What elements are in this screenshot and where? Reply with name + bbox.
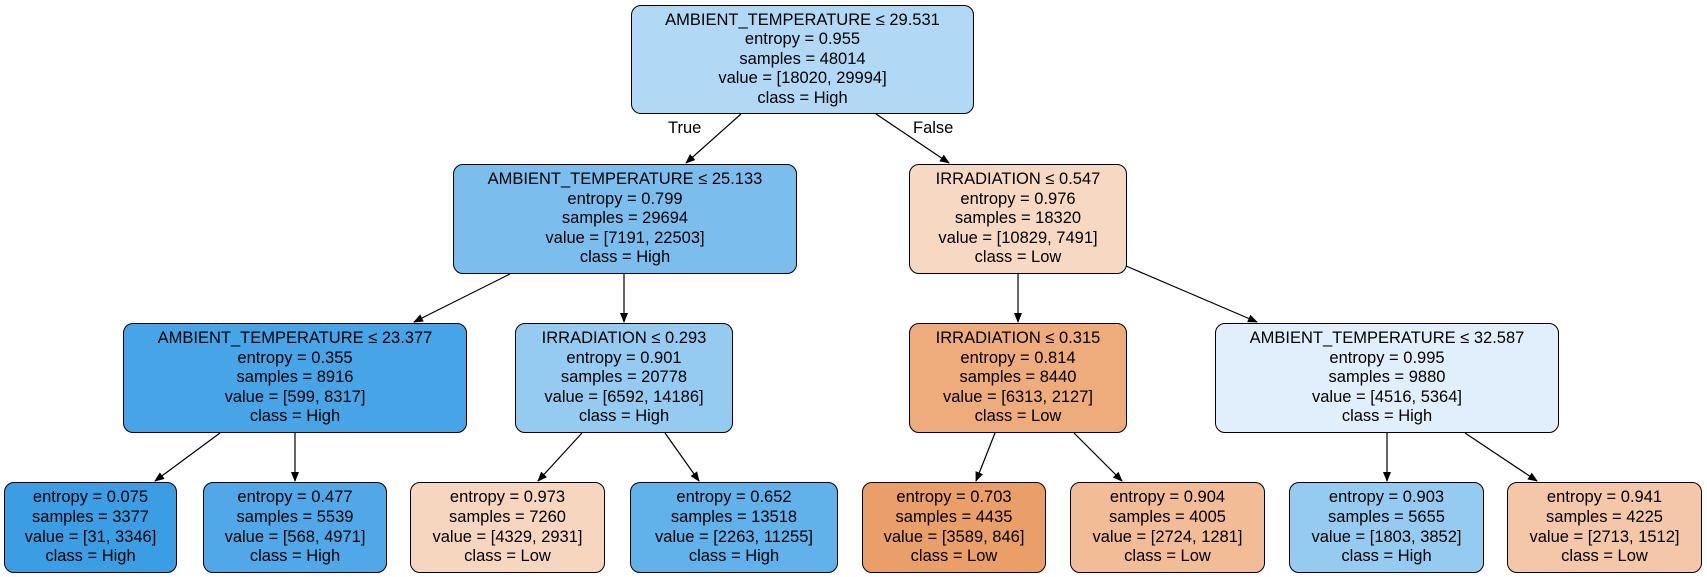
node-entropy: entropy = 0.903 [1328, 488, 1445, 507]
node-samples: samples = 7260 [449, 507, 566, 526]
node-entropy: entropy = 0.799 [567, 189, 683, 208]
tree-leaf-l6: entropy = 0.903 samples = 5655 value = [… [1289, 482, 1484, 573]
node-samples: samples = 8440 [959, 368, 1077, 387]
node-value: value = [568, 4971] [224, 527, 366, 546]
node-samples: samples = 4225 [1546, 507, 1663, 526]
node-entropy: entropy = 0.941 [1546, 488, 1663, 507]
node-samples: samples = 20778 [560, 368, 688, 387]
node-entropy: entropy = 0.075 [32, 488, 149, 507]
edge-n5-l5 [1073, 432, 1123, 482]
node-entropy: entropy = 0.904 [1109, 488, 1226, 507]
node-split: AMBIENT_TEMPERATURE ≤ 23.377 [157, 329, 433, 348]
node-value: value = [6313, 2127] [943, 387, 1093, 406]
tree-node-n3: IRRADIATION ≤ 0.293 entropy = 0.901 samp… [515, 323, 733, 433]
tree-node-n1: AMBIENT_TEMPERATURE ≤ 25.133 entropy = 0… [453, 164, 797, 274]
node-value: value = [1803, 3852] [1311, 527, 1462, 546]
node-class: class = Low [464, 547, 551, 566]
node-value: value = [10829, 7491] [938, 228, 1098, 247]
tree-leaf-l3: entropy = 0.652 samples = 13518 value = … [630, 482, 838, 573]
node-samples: samples = 5655 [1328, 507, 1445, 526]
tree-node-root: AMBIENT_TEMPERATURE ≤ 29.531 entropy = 0… [631, 5, 974, 114]
node-class: class = High [45, 547, 136, 566]
node-class: class = Low [974, 407, 1062, 426]
edge-n4-n6 [1125, 265, 1258, 323]
edge-label-false: False [913, 119, 954, 137]
tree-leaf-l5: entropy = 0.904 samples = 4005 value = [… [1070, 482, 1265, 573]
node-class: class = High [688, 547, 780, 566]
node-entropy: entropy = 0.955 [744, 30, 861, 49]
node-split: IRRADIATION ≤ 0.315 [935, 329, 1101, 348]
edge-n1-n2 [413, 273, 511, 323]
edge-root-n1 [685, 113, 742, 164]
node-samples: samples = 13518 [670, 507, 798, 526]
node-samples: samples = 8916 [236, 368, 354, 387]
node-value: value = [6592, 14186] [544, 387, 704, 406]
node-class: class = Low [1124, 547, 1211, 566]
node-class: class = Low [1561, 547, 1648, 566]
node-value: value = [18020, 29994] [718, 69, 887, 88]
node-class: class = High [578, 407, 670, 426]
node-value: value = [7191, 22503] [545, 228, 705, 247]
node-samples: samples = 3377 [32, 507, 149, 526]
node-class: class = Low [974, 248, 1062, 267]
tree-node-n4: IRRADIATION ≤ 0.547 entropy = 0.976 samp… [909, 164, 1127, 274]
node-entropy: entropy = 0.973 [449, 488, 566, 507]
node-entropy: entropy = 0.703 [896, 488, 1012, 507]
node-entropy: entropy = 0.477 [237, 488, 353, 507]
node-entropy: entropy = 0.995 [1329, 348, 1445, 367]
tree-leaf-l0: entropy = 0.075 samples = 3377 value = [… [4, 482, 177, 573]
node-value: value = [4329, 2931] [432, 527, 583, 546]
node-split: AMBIENT_TEMPERATURE ≤ 29.531 [665, 10, 940, 29]
node-split: IRRADIATION ≤ 0.547 [935, 170, 1101, 189]
node-value: value = [3589, 846] [883, 527, 1025, 546]
tree-node-n6: AMBIENT_TEMPERATURE ≤ 32.587 entropy = 0… [1215, 323, 1559, 433]
node-class: class = High [249, 547, 341, 566]
node-class: class = High [579, 248, 671, 267]
edge-n5-l4 [975, 432, 996, 482]
node-samples: samples = 4005 [1109, 507, 1226, 526]
tree-leaf-l7: entropy = 0.941 samples = 4225 value = [… [1507, 482, 1702, 573]
node-split: AMBIENT_TEMPERATURE ≤ 32.587 [1249, 329, 1525, 348]
node-value: value = [31, 3346] [24, 527, 157, 546]
node-split: AMBIENT_TEMPERATURE ≤ 25.133 [487, 170, 763, 189]
node-entropy: entropy = 0.355 [237, 348, 353, 367]
tree-node-n5: IRRADIATION ≤ 0.315 entropy = 0.814 samp… [909, 323, 1127, 433]
node-split: IRRADIATION ≤ 0.293 [541, 329, 707, 348]
node-samples: samples = 48014 [739, 49, 866, 68]
node-entropy: entropy = 0.976 [960, 189, 1076, 208]
node-entropy: entropy = 0.901 [566, 348, 682, 367]
node-value: value = [2713, 1512] [1529, 527, 1680, 546]
edge-root-n4 [875, 113, 950, 164]
node-value: value = [2263, 11255] [655, 527, 813, 546]
node-class: class = High [249, 407, 341, 426]
tree-leaf-l4: entropy = 0.703 samples = 4435 value = [… [862, 482, 1046, 573]
node-samples: samples = 5539 [236, 507, 354, 526]
tree-leaf-l1: entropy = 0.477 samples = 5539 value = [… [203, 482, 387, 573]
node-class: class = High [1341, 547, 1432, 566]
edge-n6-l7 [1464, 432, 1538, 482]
edge-n3-l2 [537, 432, 583, 482]
node-samples: samples = 29694 [561, 209, 689, 228]
node-value: value = [4516, 5364] [1312, 387, 1462, 406]
node-samples: samples = 9880 [1328, 368, 1446, 387]
node-entropy: entropy = 0.814 [960, 348, 1076, 367]
node-value: value = [2724, 1281] [1092, 527, 1243, 546]
node-class: class = High [1341, 407, 1433, 426]
edge-label-true: True [668, 119, 702, 137]
tree-leaf-l2: entropy = 0.973 samples = 7260 value = [… [410, 482, 605, 573]
node-class: class = High [757, 88, 848, 107]
node-samples: samples = 4435 [895, 507, 1013, 526]
node-class: class = Low [910, 547, 998, 566]
edge-n3-l3 [664, 432, 700, 482]
node-value: value = [599, 8317] [224, 387, 366, 406]
tree-node-n2: AMBIENT_TEMPERATURE ≤ 23.377 entropy = 0… [123, 323, 467, 433]
edge-n2-l0 [154, 432, 221, 482]
node-entropy: entropy = 0.652 [676, 488, 792, 507]
node-samples: samples = 18320 [954, 209, 1082, 228]
